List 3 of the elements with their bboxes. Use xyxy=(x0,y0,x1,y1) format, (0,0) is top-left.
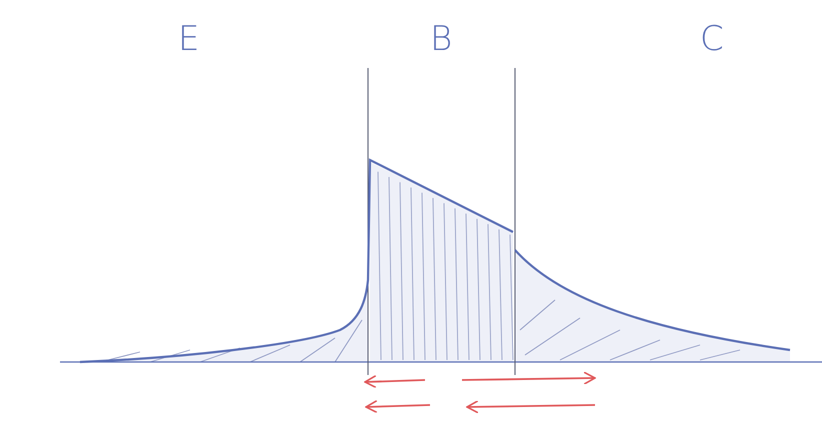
region-label: B xyxy=(430,22,452,56)
region-label: C xyxy=(700,22,724,56)
region-label: E xyxy=(178,22,200,56)
